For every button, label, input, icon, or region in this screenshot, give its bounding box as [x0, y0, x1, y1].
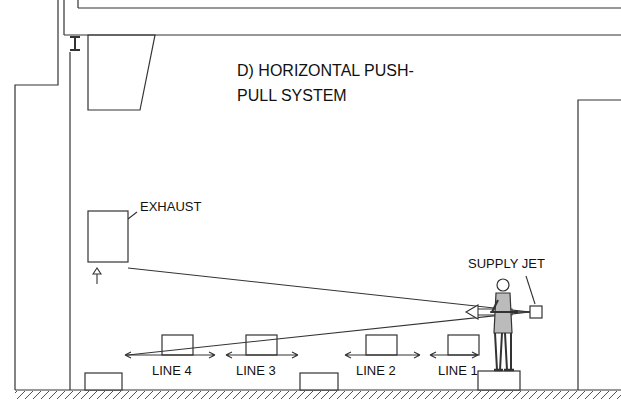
ceiling: [64, 8, 621, 35]
conveyor: [125, 352, 215, 358]
leader-line: [128, 212, 137, 219]
conveyor: [226, 352, 298, 358]
exhaust-arrow: [93, 268, 101, 284]
jet-arrow-head: [466, 305, 478, 319]
floor-hatch: [15, 391, 621, 399]
supply-jet-nozzle: [530, 306, 542, 318]
label-slot: LINE 2: [356, 363, 396, 378]
conveyor: [345, 352, 420, 358]
label-slot: LINE 4: [152, 363, 192, 378]
line-label: LINE 2: [356, 363, 396, 378]
label-slot: LINE 3: [236, 363, 276, 378]
tank: [162, 335, 193, 355]
tank: [366, 335, 397, 355]
tank: [448, 335, 479, 355]
label-slot: EXHAUST: [140, 199, 201, 214]
tank: [246, 335, 277, 355]
diagram-title: D) HORIZONTAL PUSH-PULL SYSTEM: [237, 58, 422, 108]
conveyor: [430, 352, 478, 358]
floor-block: [85, 373, 122, 390]
left-wall-face: [69, 52, 70, 390]
line-label: LINE 4: [152, 363, 192, 378]
label-slot: LINE 1: [438, 363, 478, 378]
leader-line: [526, 276, 535, 304]
hood: [88, 35, 155, 110]
i-beam: [70, 37, 80, 50]
exhaust-label: EXHAUST: [140, 199, 201, 214]
label-slot: SUPPLY JET: [468, 256, 545, 271]
floor-block: [300, 373, 338, 390]
exhaust-hood: [88, 211, 128, 262]
supply-jet-label: SUPPLY JET: [468, 256, 545, 271]
right-wall: [578, 100, 621, 390]
jet-envelope: [128, 268, 530, 355]
left-wall: [15, 40, 58, 390]
column: [58, 0, 78, 40]
platform: [478, 371, 520, 390]
worker: [490, 279, 530, 370]
line-label: LINE 1: [438, 363, 478, 378]
line-label: LINE 3: [236, 363, 276, 378]
title-slot: D) HORIZONTAL PUSH-PULL SYSTEM: [237, 58, 422, 108]
